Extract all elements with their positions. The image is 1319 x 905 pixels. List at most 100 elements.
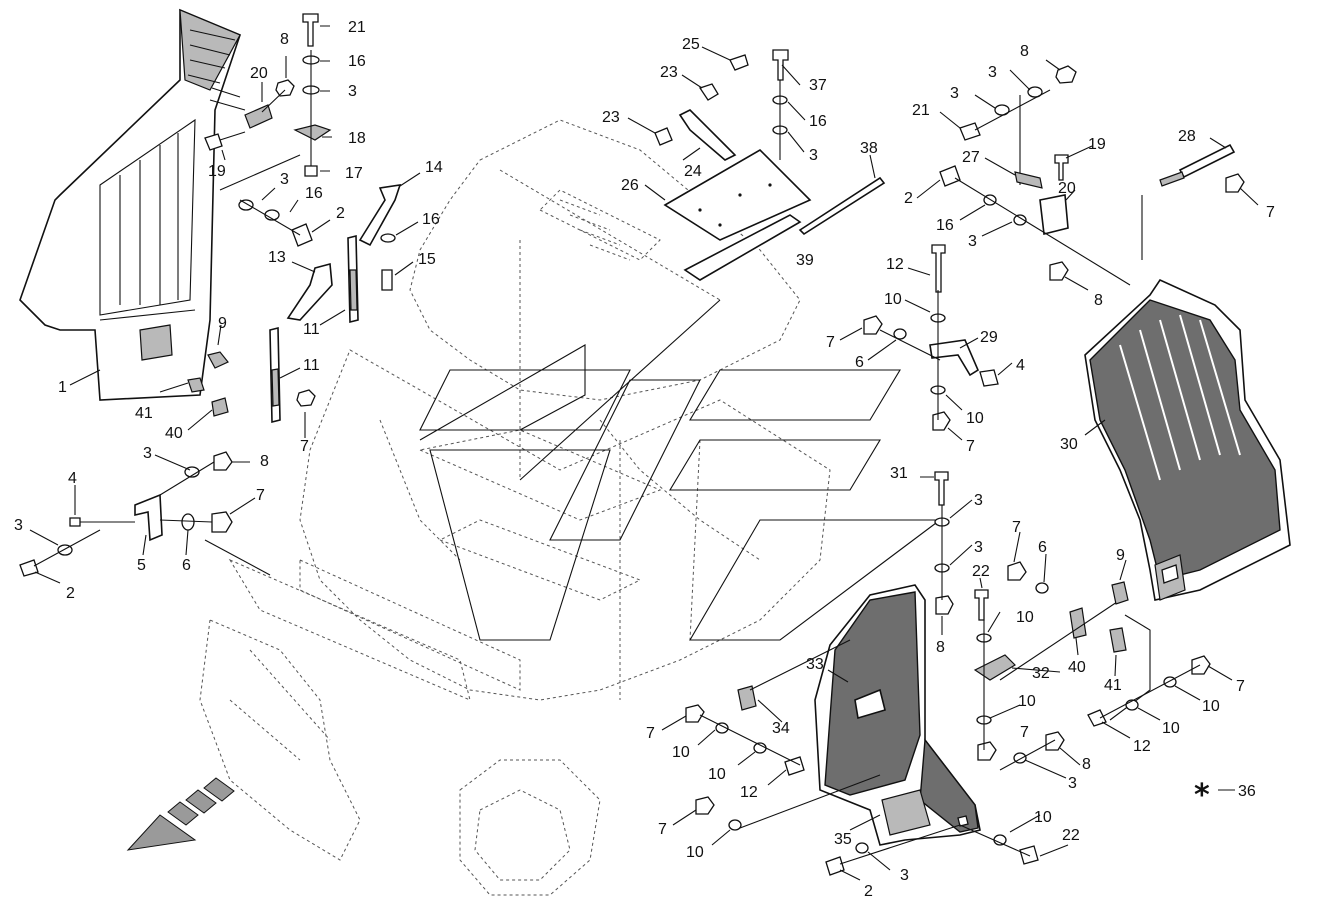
callout-24: 24: [684, 163, 702, 180]
callout-23: 23: [602, 109, 620, 126]
callout-4: 4: [68, 470, 77, 487]
callout-38: 38: [860, 140, 878, 157]
callout-40: 40: [165, 425, 183, 442]
callout-7: 7: [1266, 204, 1275, 221]
callout-10: 10: [884, 291, 902, 308]
callout-7: 7: [826, 334, 835, 351]
callout-3: 3: [900, 867, 909, 884]
callout-1: 1: [58, 379, 67, 396]
callout-12: 12: [1133, 738, 1151, 755]
callout-25: 25: [682, 36, 700, 53]
callout-7: 7: [300, 438, 309, 455]
callout-33: 33: [806, 656, 824, 673]
right-side-panel: [1084, 278, 1291, 601]
callout-37: 37: [809, 77, 827, 94]
right-top-hardware: [863, 65, 1245, 431]
callout-7: 7: [1236, 678, 1245, 695]
callout-10: 10: [1018, 693, 1036, 710]
callout-23: 23: [660, 64, 678, 81]
callout-16: 16: [348, 53, 366, 70]
callout-41: 41: [1104, 677, 1122, 694]
callout-6: 6: [1038, 539, 1047, 556]
callout-10: 10: [1016, 609, 1034, 626]
callout-26: 26: [621, 177, 639, 194]
callout-7: 7: [966, 438, 975, 455]
callout-16: 16: [305, 185, 323, 202]
callout-3: 3: [143, 445, 152, 462]
callout-10: 10: [686, 844, 704, 861]
callout-39: 39: [796, 252, 814, 269]
right-front-panel: [814, 584, 981, 846]
callout-14: 14: [425, 159, 443, 176]
callout-9: 9: [218, 315, 227, 332]
callout-8: 8: [936, 639, 945, 656]
callout-13: 13: [268, 249, 286, 266]
callout-2: 2: [66, 585, 75, 602]
callout-6: 6: [855, 354, 864, 371]
callout-4: 4: [1016, 357, 1025, 374]
callout-19: 19: [1088, 136, 1106, 153]
callout-16: 16: [809, 113, 827, 130]
callout-22: 22: [1062, 827, 1080, 844]
direction-arrow-icon: [126, 777, 235, 851]
callout-2: 2: [336, 205, 345, 222]
callout-29: 29: [980, 329, 998, 346]
callout-11: 11: [303, 321, 320, 338]
callout-12: 12: [886, 256, 904, 273]
callout-9: 9: [1116, 547, 1125, 564]
callout-10: 10: [1202, 698, 1220, 715]
lower-right-hardware: [685, 471, 1211, 876]
callout-15: 15: [418, 251, 436, 268]
callout-8: 8: [280, 31, 289, 48]
callout-19: 19: [208, 163, 226, 180]
callout-8: 8: [1020, 43, 1029, 60]
callout-7: 7: [646, 725, 655, 742]
callout-3: 3: [950, 85, 959, 102]
callout-17: 17: [345, 165, 363, 182]
callout-31: 31: [890, 465, 908, 482]
left-side-panel: [19, 8, 246, 401]
callout-18: 18: [348, 130, 366, 147]
callout-6: 6: [182, 557, 191, 574]
callout-11: 11: [303, 357, 320, 374]
callout-10: 10: [1162, 720, 1180, 737]
callout-10: 10: [672, 744, 690, 761]
callout-22: 22: [972, 563, 990, 580]
callout-16: 16: [422, 211, 440, 228]
asterisk-icon: *: [1194, 778, 1210, 813]
callout-20: 20: [1058, 180, 1076, 197]
callout-21: 21: [912, 102, 930, 119]
callout-8: 8: [1094, 292, 1103, 309]
callout-3: 3: [14, 517, 23, 534]
callout-27: 27: [962, 149, 980, 166]
callout-7: 7: [256, 487, 265, 504]
callout-3: 3: [988, 64, 997, 81]
callout-30: 30: [1060, 436, 1078, 453]
callout-3: 3: [348, 83, 357, 100]
callout-8: 8: [1082, 756, 1091, 773]
callout-40: 40: [1068, 659, 1086, 676]
callout-3: 3: [280, 171, 289, 188]
callout-10: 10: [1034, 809, 1052, 826]
callout-10: 10: [708, 766, 726, 783]
callout-7: 7: [658, 821, 667, 838]
callout-3: 3: [809, 147, 818, 164]
callout-35: 35: [834, 831, 852, 848]
callout-3: 3: [974, 492, 983, 509]
callout-3: 3: [1068, 775, 1077, 792]
callout-28: 28: [1178, 128, 1196, 145]
callout-21: 21: [348, 19, 366, 36]
callout-5: 5: [137, 557, 146, 574]
callout-41: 41: [135, 405, 153, 422]
callout-20: 20: [250, 65, 268, 82]
callout-34: 34: [772, 720, 790, 737]
callout-7: 7: [1020, 724, 1029, 741]
callout-32: 32: [1032, 665, 1050, 682]
callout-36: 36: [1238, 783, 1256, 800]
machine-frame: [199, 119, 942, 896]
leader-lines: [29, 25, 1259, 881]
callout-3: 3: [974, 539, 983, 556]
left-hardware: [19, 13, 402, 577]
top-center-hardware: [419, 49, 886, 481]
